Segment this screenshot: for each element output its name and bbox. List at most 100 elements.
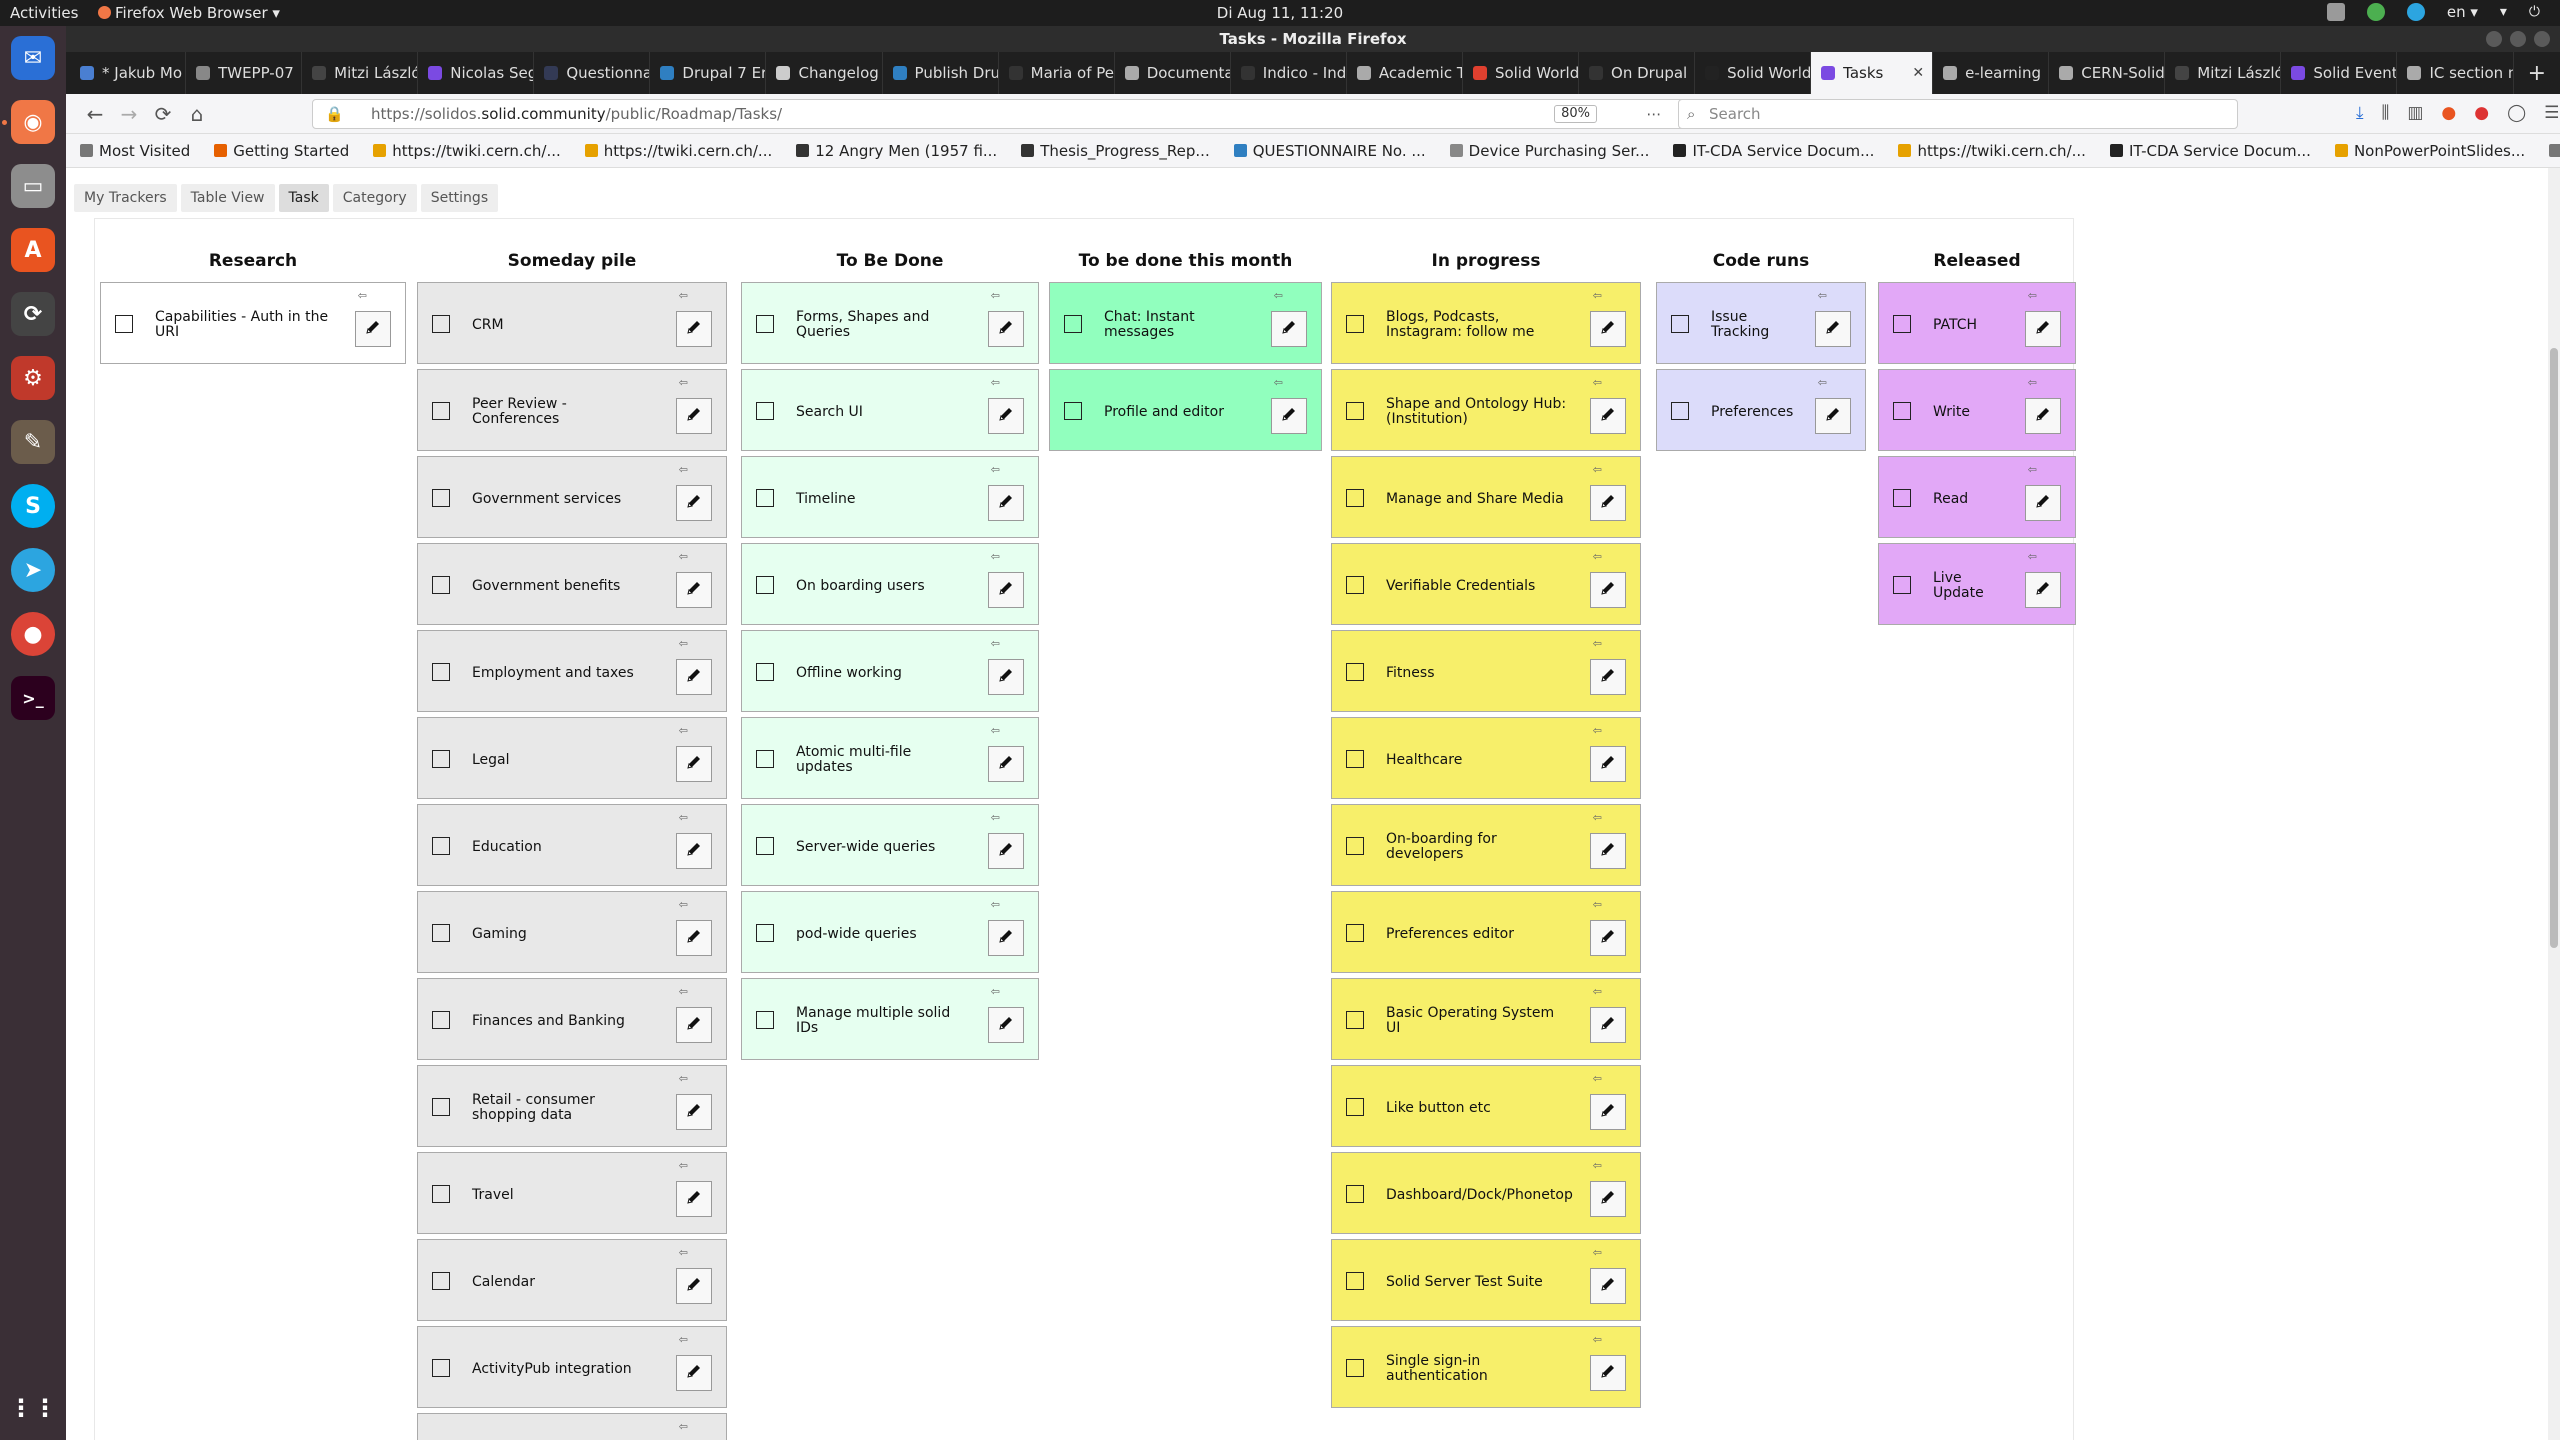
drag-arrow-icon[interactable]: ⇦ — [1592, 637, 1602, 650]
task-checkbox[interactable] — [1346, 1185, 1364, 1203]
task-card[interactable]: Forms, Shapes and Queries⇦ — [741, 282, 1039, 364]
browser-tab[interactable]: Academic Tr — [1347, 52, 1463, 94]
task-card[interactable]: Server-wide queries⇦ — [741, 804, 1039, 886]
drag-arrow-icon[interactable]: ⇦ — [678, 289, 688, 302]
update-icon[interactable] — [2326, 3, 2345, 21]
drag-arrow-icon[interactable]: ⇦ — [990, 289, 1000, 302]
task-checkbox[interactable] — [756, 837, 774, 855]
bookmark-item[interactable]: NonPowerPointSlides... — [2334, 142, 2525, 160]
drag-arrow-icon[interactable]: ⇦ — [1817, 376, 1827, 389]
edit-button[interactable] — [988, 398, 1024, 434]
edit-button[interactable] — [1590, 920, 1626, 956]
task-checkbox[interactable] — [1346, 663, 1364, 681]
task-checkbox[interactable] — [1346, 315, 1364, 333]
edit-button[interactable] — [676, 920, 712, 956]
task-card[interactable]: Timeline⇦ — [741, 456, 1039, 538]
task-checkbox[interactable] — [756, 750, 774, 768]
browser-tab[interactable]: Indico - Indico — [1231, 52, 1347, 94]
extension-2-icon[interactable]: ● — [2474, 103, 2490, 123]
task-checkbox[interactable] — [115, 315, 133, 333]
task-card[interactable]: Employment and taxes⇦ — [417, 630, 727, 712]
bookmark-item[interactable]: IT-CDA Service Docum... — [2109, 142, 2311, 160]
task-card[interactable]: On-boarding for developers⇦ — [1331, 804, 1641, 886]
edit-button[interactable] — [1590, 572, 1626, 608]
drag-arrow-icon[interactable]: ⇦ — [990, 550, 1000, 563]
task-card[interactable]: CRM⇦ — [417, 282, 727, 364]
sidebar-icon[interactable]: ▥ — [2407, 103, 2424, 123]
task-checkbox[interactable] — [432, 1272, 450, 1290]
browser-tab[interactable]: Solid World — [1695, 52, 1812, 94]
drag-arrow-icon[interactable]: ⇦ — [678, 1246, 688, 1259]
task-card[interactable]: Calendar⇦ — [417, 1239, 727, 1321]
page-tab[interactable]: Settings — [420, 184, 499, 212]
task-card[interactable]: Fitness⇦ — [1331, 630, 1641, 712]
edit-button[interactable] — [676, 1268, 712, 1304]
drag-arrow-icon[interactable]: ⇦ — [1592, 1246, 1602, 1259]
gimp-icon[interactable]: ✎ — [11, 420, 55, 464]
task-card[interactable]: PATCH⇦ — [1878, 282, 2076, 364]
bookmark-item[interactable]: Device Purchasing Ser... — [1449, 142, 1649, 160]
drag-arrow-icon[interactable]: ⇦ — [678, 376, 688, 389]
drag-arrow-icon[interactable]: ⇦ — [1273, 289, 1283, 302]
task-checkbox[interactable] — [432, 402, 450, 420]
wifi-icon[interactable]: ▾ — [2499, 4, 2507, 20]
edit-button[interactable] — [1590, 746, 1626, 782]
task-checkbox[interactable] — [1346, 837, 1364, 855]
page-tab[interactable]: My Trackers — [74, 184, 177, 212]
task-checkbox[interactable] — [1346, 1098, 1364, 1116]
bookmark-item[interactable]: Problem loading page — [2549, 142, 2560, 160]
task-checkbox[interactable] — [1346, 576, 1364, 594]
task-checkbox[interactable] — [756, 1011, 774, 1029]
task-card[interactable]: Basic Operating System UI⇦ — [1331, 978, 1641, 1060]
drag-arrow-icon[interactable]: ⇦ — [678, 1159, 688, 1172]
browser-tab[interactable]: Solid Event — [2281, 52, 2398, 94]
task-card[interactable]: Professional Profile (LinkedIn like)⇦ — [417, 1413, 727, 1440]
task-card[interactable]: Retail - consumer shopping data⇦ — [417, 1065, 727, 1147]
forward-icon[interactable]: → — [120, 102, 138, 126]
drag-arrow-icon[interactable]: ⇦ — [1273, 376, 1283, 389]
task-card[interactable]: Live Update⇦ — [1878, 543, 2076, 625]
browser-tab[interactable]: TWEPP-07 — [186, 52, 303, 94]
task-card[interactable]: Manage and Share Media⇦ — [1331, 456, 1641, 538]
drag-arrow-icon[interactable]: ⇦ — [1592, 985, 1602, 998]
drag-arrow-icon[interactable]: ⇦ — [1817, 289, 1827, 302]
edit-button[interactable] — [988, 1007, 1024, 1043]
task-checkbox[interactable] — [1064, 402, 1082, 420]
task-checkbox[interactable] — [1893, 315, 1911, 333]
telegram-icon[interactable]: ➤ — [11, 548, 55, 592]
updater-icon[interactable]: ⟳ — [11, 292, 55, 336]
drag-arrow-icon[interactable]: ⇦ — [357, 289, 367, 302]
drag-arrow-icon[interactable]: ⇦ — [1592, 289, 1602, 302]
task-checkbox[interactable] — [1064, 315, 1082, 333]
task-card[interactable]: Write⇦ — [1878, 369, 2076, 451]
task-card[interactable]: Healthcare⇦ — [1331, 717, 1641, 799]
edit-button[interactable] — [988, 659, 1024, 695]
edit-button[interactable] — [988, 485, 1024, 521]
edit-button[interactable] — [1271, 398, 1307, 434]
task-card[interactable]: Government services⇦ — [417, 456, 727, 538]
task-card[interactable]: Read⇦ — [1878, 456, 2076, 538]
edit-button[interactable] — [676, 1181, 712, 1217]
task-card[interactable]: Issue Tracking⇦ — [1656, 282, 1866, 364]
task-card[interactable]: Preferences editor⇦ — [1331, 891, 1641, 973]
drag-arrow-icon[interactable]: ⇦ — [678, 985, 688, 998]
edit-button[interactable] — [355, 311, 391, 347]
task-card[interactable]: pod-wide queries⇦ — [741, 891, 1039, 973]
drag-arrow-icon[interactable]: ⇦ — [2027, 376, 2037, 389]
task-card[interactable]: Finances and Banking⇦ — [417, 978, 727, 1060]
edit-button[interactable] — [1590, 833, 1626, 869]
edit-button[interactable] — [2025, 311, 2061, 347]
edit-button[interactable] — [676, 659, 712, 695]
task-card[interactable]: Verifiable Credentials⇦ — [1331, 543, 1641, 625]
browser-tab[interactable]: Drupal 7 Er — [650, 52, 767, 94]
task-checkbox[interactable] — [756, 489, 774, 507]
files-icon[interactable]: ▭ — [11, 164, 55, 208]
firefox-icon[interactable]: ◉ — [11, 100, 55, 144]
hamburger-menu-icon[interactable]: ☰ — [2544, 103, 2560, 123]
edit-button[interactable] — [676, 746, 712, 782]
drag-arrow-icon[interactable]: ⇦ — [2027, 289, 2037, 302]
browser-tab[interactable]: Mitzi László — [2165, 52, 2282, 94]
drag-arrow-icon[interactable]: ⇦ — [990, 811, 1000, 824]
skype-icon[interactable]: S — [11, 484, 55, 528]
show-apps-icon[interactable]: ⋮⋮ — [9, 1394, 57, 1422]
